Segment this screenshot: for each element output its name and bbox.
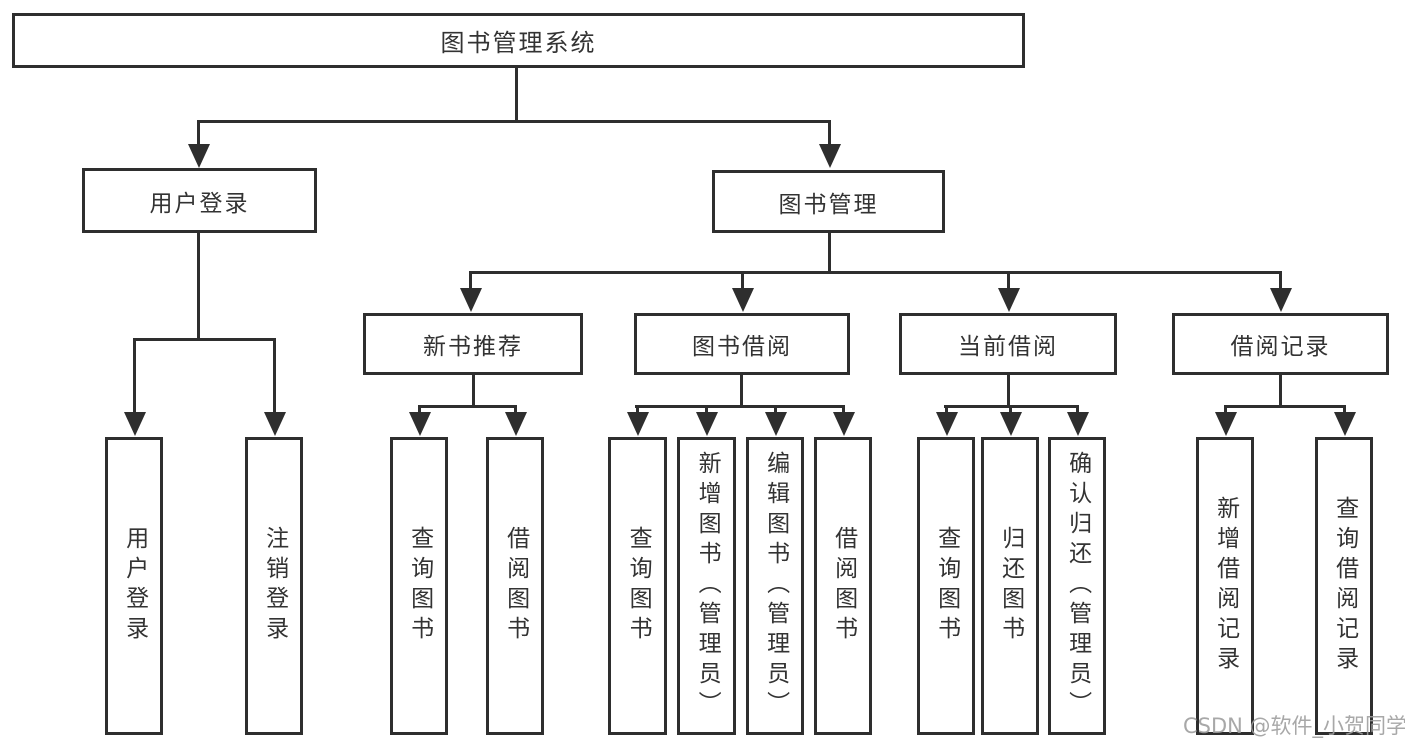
connector-line: [197, 120, 831, 123]
leaf-query-books-current-label: 查询图书: [933, 526, 960, 646]
connector-line: [418, 405, 517, 408]
watermark: CSDN @软件_小贺同学: [1183, 714, 1405, 738]
arrow-down-icon: [945, 405, 948, 412]
leaf-add-borrow-record: 新增借阅记录: [1196, 437, 1254, 735]
node-book-management: 图书管理: [712, 170, 945, 233]
arrow-down-icon: [842, 405, 845, 412]
node-current-borrowing-label: 当前借阅: [958, 334, 1058, 360]
connector-line: [635, 405, 845, 408]
leaf-query-books-borrowing-label: 查询图书: [625, 526, 652, 646]
arrow-down-icon: [418, 405, 421, 412]
node-borrowing-records: 借阅记录: [1172, 313, 1389, 375]
connector-line: [469, 271, 1282, 274]
node-borrowing-records-label: 借阅记录: [1230, 334, 1331, 360]
node-library-system: 图书管理系统: [12, 13, 1025, 68]
leaf-borrow-books-recommend-label: 借阅图书: [502, 526, 529, 646]
arrow-down-icon: [469, 271, 472, 288]
arrow-down-icon: [514, 405, 517, 412]
connector-line: [1224, 405, 1345, 408]
node-book-borrowing: 图书借阅: [634, 313, 850, 375]
node-current-borrowing: 当前借阅: [899, 313, 1117, 375]
arrow-down-icon: [1009, 405, 1012, 412]
leaf-borrow-books-borrowing: 借阅图书: [814, 437, 872, 735]
leaf-edit-book-admin: 编辑图书（管理员）: [746, 437, 804, 735]
leaf-query-books-recommend-label: 查询图书: [406, 526, 433, 646]
leaf-logout: 注销登录: [245, 437, 303, 735]
connector-line: [197, 233, 200, 338]
arrow-down-icon: [705, 405, 708, 412]
connector-line: [1007, 375, 1010, 405]
leaf-query-borrow-record: 查询借阅记录: [1315, 437, 1373, 735]
leaf-borrow-books-recommend: 借阅图书: [486, 437, 544, 735]
leaf-logout-label: 注销登录: [261, 526, 288, 646]
leaf-add-book-admin: 新增图书（管理员）: [677, 437, 736, 735]
node-library-system-label: 图书管理系统: [440, 29, 597, 57]
connector-line: [515, 68, 518, 120]
leaf-return-books-label: 归还图书: [997, 526, 1024, 646]
arrow-down-icon: [636, 405, 639, 412]
arrow-down-icon: [741, 271, 744, 288]
arrow-down-icon: [1224, 405, 1227, 412]
connector-line: [1279, 375, 1282, 405]
connector-line: [828, 233, 831, 271]
leaf-user-login-label: 用户登录: [121, 526, 148, 646]
arrow-down-icon: [1343, 405, 1346, 412]
connector-line: [740, 375, 743, 405]
arrow-down-icon: [1279, 271, 1282, 288]
node-book-management-label: 图书管理: [778, 191, 879, 218]
arrow-down-icon: [1007, 271, 1010, 288]
leaf-borrow-books-borrowing-label: 借阅图书: [830, 526, 857, 646]
leaf-query-books-current: 查询图书: [917, 437, 975, 735]
leaf-edit-book-admin-label: 编辑图书（管理员）: [762, 451, 789, 721]
arrow-down-icon: [133, 338, 136, 412]
leaf-add-book-admin-label: 新增图书（管理员）: [694, 451, 721, 721]
leaf-return-books: 归还图书: [981, 437, 1039, 735]
node-user-login: 用户登录: [82, 168, 317, 233]
leaf-query-books-borrowing: 查询图书: [608, 437, 667, 735]
connector-line: [133, 338, 276, 341]
arrow-down-icon: [197, 120, 200, 144]
leaf-query-books-recommend: 查询图书: [390, 437, 448, 735]
arrow-down-icon: [273, 338, 276, 412]
arrow-down-icon: [828, 120, 831, 144]
leaf-confirm-return-admin-label: 确认归还（管理员）: [1064, 451, 1091, 721]
connector-line: [472, 375, 475, 405]
node-user-login-label: 用户登录: [149, 190, 250, 217]
leaf-confirm-return-admin: 确认归还（管理员）: [1048, 437, 1106, 735]
leaf-add-borrow-record-label: 新增借阅记录: [1212, 496, 1239, 676]
node-new-book-recommendation: 新书推荐: [363, 313, 583, 375]
node-new-book-recommendation-label: 新书推荐: [423, 334, 523, 360]
leaf-user-login: 用户登录: [105, 437, 163, 735]
node-book-borrowing-label: 图书借阅: [692, 334, 792, 360]
arrow-down-icon: [774, 405, 777, 412]
arrow-down-icon: [1076, 405, 1079, 412]
leaf-query-borrow-record-label: 查询借阅记录: [1331, 496, 1358, 676]
